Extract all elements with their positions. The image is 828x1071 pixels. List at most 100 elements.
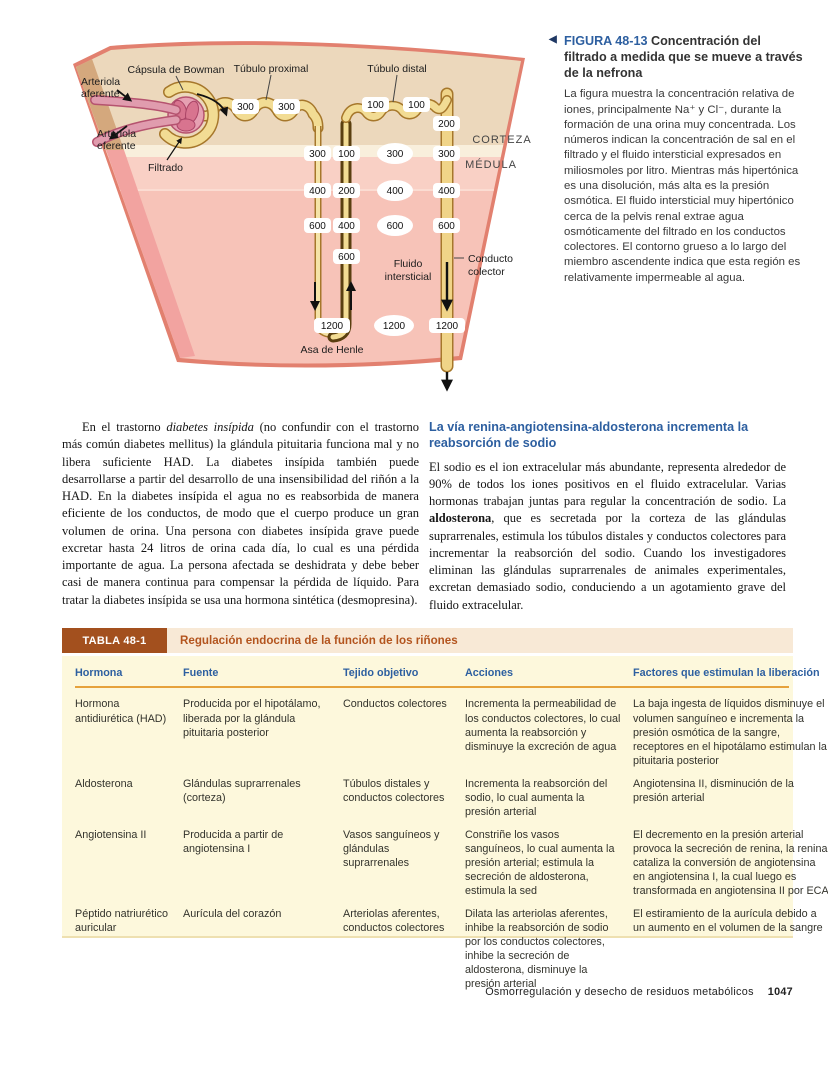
label-conducto-colector-2: colector	[468, 266, 505, 278]
label-tubulo-proximal: Túbulo proximal	[234, 63, 309, 75]
svg-text:600: 600	[387, 221, 404, 232]
table-tag: TABLA 48-1	[62, 628, 167, 653]
chip-asc-600: 600	[333, 249, 360, 264]
page-number: 1047	[767, 986, 793, 998]
svg-text:1200: 1200	[383, 321, 406, 332]
table-cell: Angiotensina II, disminución de la presi…	[633, 777, 794, 804]
svg-text:600: 600	[438, 221, 455, 232]
svg-text:100: 100	[408, 100, 425, 111]
body-column-right: La vía renina-angiotensina-aldosterona i…	[429, 419, 786, 614]
svg-text:1200: 1200	[436, 321, 459, 332]
label-filtrado: Filtrado	[148, 162, 183, 174]
svg-text:400: 400	[338, 221, 355, 232]
table-cell: El decremento en la presión arterial pro…	[633, 828, 828, 897]
leader-lines	[175, 74, 464, 259]
table-cell: Aldosterona	[75, 777, 133, 790]
table-row: Péptido natriurético auricular Aurícula …	[75, 898, 823, 991]
svg-text:1200: 1200	[321, 321, 344, 332]
afferent-arrow	[116, 89, 133, 102]
svg-text:300: 300	[237, 102, 254, 113]
paragraph-part-bold: aldosterona	[429, 511, 492, 526]
page-footer: Osmorregulación y desecho de residuos me…	[485, 986, 793, 998]
svg-text:200: 200	[438, 119, 455, 130]
svg-text:400: 400	[309, 186, 326, 197]
chip-inter-300: 300	[377, 143, 413, 164]
table-cell: Péptido natriurético auricular	[75, 907, 169, 934]
label-arteriola-eferente-2: eferente	[97, 140, 136, 152]
svg-text:300: 300	[309, 149, 326, 160]
label-tubulo-distal: Túbulo distal	[367, 63, 427, 75]
table-cell: Constriñe los vasos sanguíneos, lo cual …	[465, 828, 615, 897]
svg-text:100: 100	[338, 149, 355, 160]
chip-desc-400: 400	[304, 183, 331, 198]
chip-duct-600: 600	[433, 218, 460, 233]
svg-text:200: 200	[338, 186, 355, 197]
chip-loop-1200: 1200	[314, 318, 350, 333]
table-body: Hormona Fuente Tejido objetivo Acciones …	[62, 656, 828, 990]
label-fluido-intersticial: Fluido	[394, 258, 423, 270]
table-row: Angiotensina II Producida a partir de an…	[75, 819, 828, 898]
figure-caption: ◀ FIGURA 48-13 Concentración del filtrad…	[549, 33, 805, 286]
figure-caption-body: La figura muestra la concentración relat…	[564, 88, 801, 284]
table-cell: Producida a partir de angiotensina I	[183, 828, 284, 855]
chip-distal-2: 100	[403, 97, 430, 112]
table-cell: El estiramiento de la aurícula debido a …	[633, 907, 823, 934]
paragraph-part-italic: diabetes insípida	[166, 420, 254, 434]
svg-text:300: 300	[387, 149, 404, 160]
chip-proximal-2: 300	[273, 99, 300, 114]
paragraph-diabetes-insipida: En el trastorno diabetes insípida (no co…	[62, 419, 419, 609]
chip-asc-200: 200	[333, 183, 360, 198]
svg-text:600: 600	[338, 252, 355, 263]
label-capsula-de-bowman: Cápsula de Bowman	[128, 64, 225, 76]
figure-caption-heading: ◀ FIGURA 48-13 Concentración del filtrad…	[549, 33, 805, 81]
paragraph-part: En el trastorno	[82, 420, 167, 434]
column-header: Tejido objetivo	[343, 667, 419, 679]
chip-asc-400: 400	[333, 218, 360, 233]
table-cell: Hormona antidiurética (HAD)	[75, 698, 167, 725]
column-header: Acciones	[465, 667, 514, 679]
table-title: Regulación endocrina de la función de lo…	[167, 628, 793, 653]
label-conducto-colector: Conducto	[468, 253, 513, 265]
efferent-arrow	[108, 125, 128, 140]
kidney-wedge	[73, 41, 525, 368]
column-header: Factores que estimulan la liberación	[633, 667, 820, 679]
table-48-1: TABLA 48-1 Regulación endocrina de la fu…	[62, 628, 828, 990]
table-cell: Angiotensina II	[75, 828, 147, 841]
nephron-diagram: Cápsula de Bowman Túbulo proximal Túbulo…	[45, 30, 550, 400]
running-title: Osmorregulación y desecho de residuos me…	[485, 986, 754, 998]
glomerulus	[167, 96, 205, 134]
table-cell: Incrementa la permeabilidad de los condu…	[465, 698, 621, 753]
arterioles	[90, 95, 181, 147]
table-cell: Dilata las arteriolas aferentes, inhibe …	[465, 907, 609, 991]
table-cell: Incrementa la reabsorción del sodio, lo …	[465, 777, 608, 818]
table-cell: Glándulas suprarrenales (corteza)	[183, 777, 301, 804]
column-header: Fuente	[183, 667, 219, 679]
table-cell: Túbulos distales y conductos colectores	[343, 777, 445, 804]
label-fluido-intersticial-2: intersticial	[385, 271, 432, 283]
paragraph-aldosterona: El sodio es el ion extracelular más abun…	[429, 459, 786, 614]
concentration-chips: 300 300 100 100 200 300 100 300 300 400 …	[232, 97, 465, 336]
column-header: Hormona	[75, 667, 123, 679]
wedge-left-edge-medulla	[106, 150, 195, 358]
svg-text:400: 400	[438, 186, 455, 197]
section-heading: La vía renina-angiotensina-aldosterona i…	[429, 420, 749, 451]
nephron-diagram-svg: Cápsula de Bowman Túbulo proximal Túbulo…	[73, 41, 531, 392]
figure-marker-icon: ◀	[549, 34, 557, 45]
figure-title: Concentración del filtrado a medida que …	[564, 34, 803, 81]
flow-arrows	[108, 89, 453, 392]
table-cell: Producida por el hipotálamo, liberada po…	[183, 698, 321, 739]
table-header-bar: TABLA 48-1 Regulación endocrina de la fu…	[62, 628, 793, 653]
table-cell: Vasos sanguíneos y glándulas suprarrenal…	[343, 828, 440, 869]
chip-desc-600: 600	[304, 218, 331, 233]
medulla-step-line	[76, 189, 521, 191]
svg-text:100: 100	[367, 100, 384, 111]
label-corteza: CORTEZA	[472, 134, 531, 146]
chip-proximal-1: 300	[232, 99, 259, 114]
label-arteriola-eferente: Arteriola	[97, 128, 136, 140]
chip-desc-300: 300	[304, 146, 331, 161]
paragraph-part: , que es secretada por la corteza de las…	[429, 511, 786, 612]
label-asa-de-henle: Asa de Henle	[300, 344, 363, 356]
chip-duct-200: 200	[433, 116, 460, 131]
table-row: Aldosterona Glándulas suprarrenales (cor…	[75, 768, 794, 819]
